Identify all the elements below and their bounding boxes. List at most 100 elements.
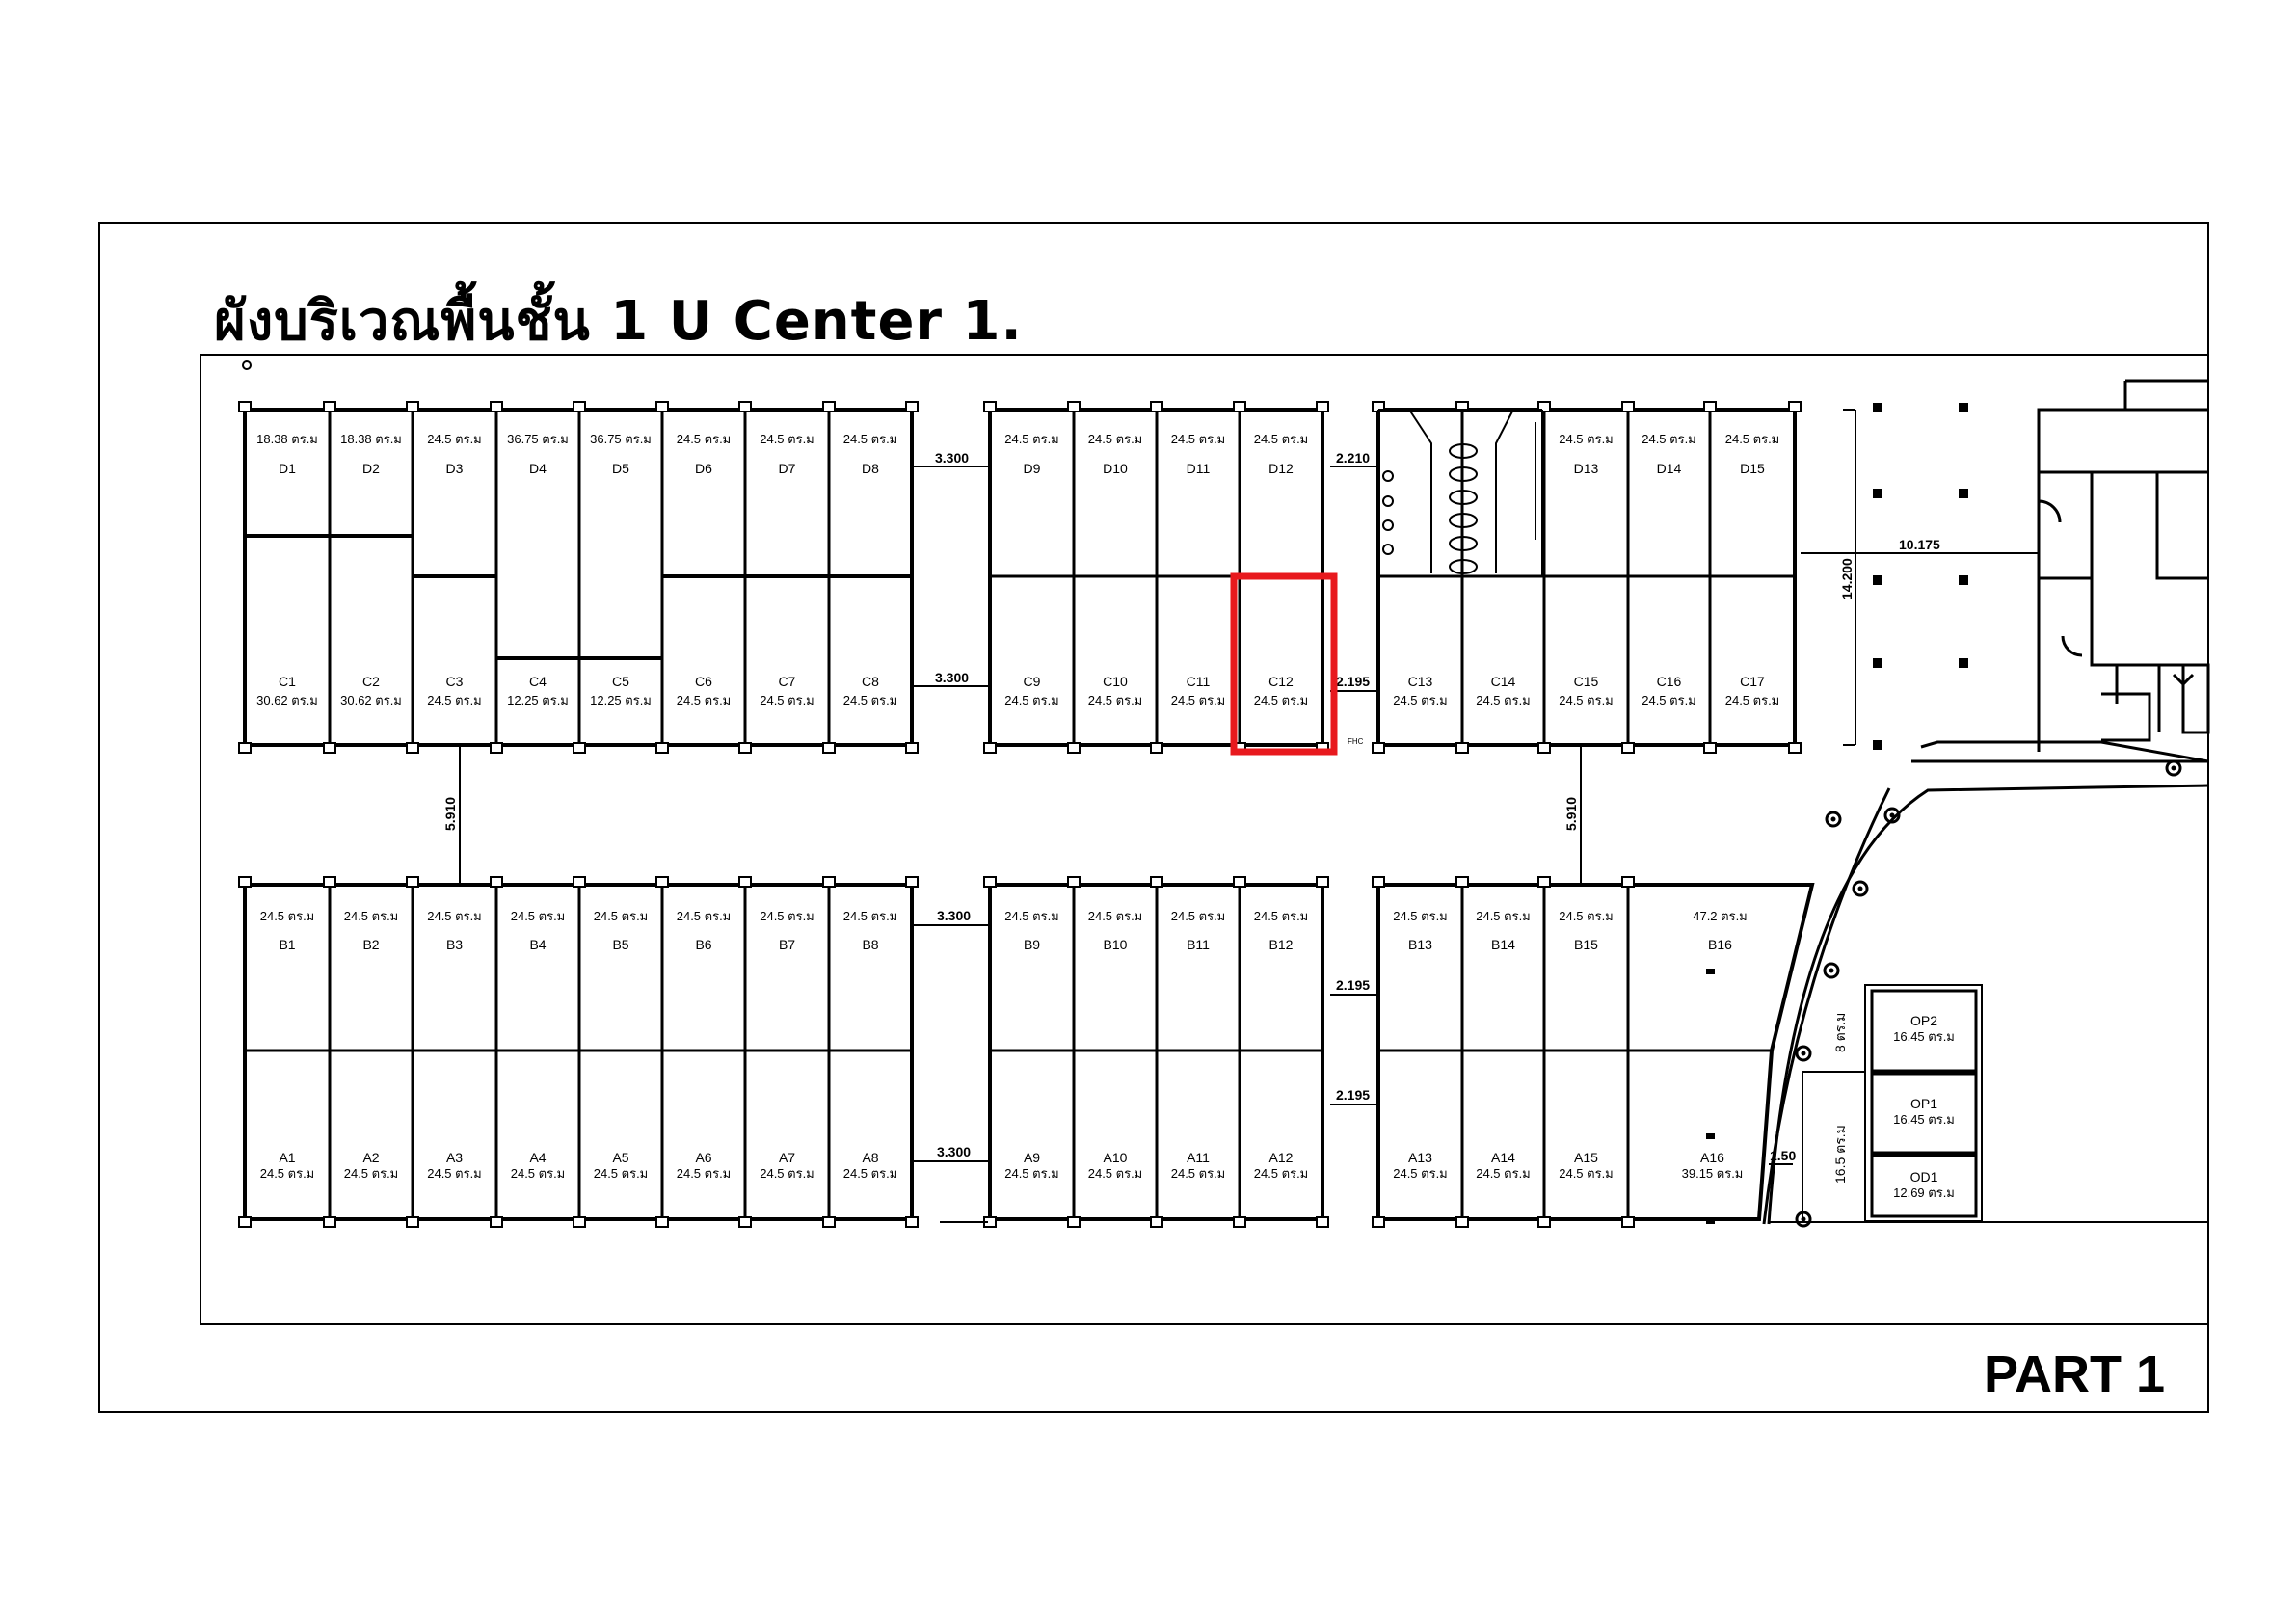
pillar <box>1067 742 1081 754</box>
pillar <box>1455 876 1469 888</box>
unit-area-C12: 24.5 ตร.ม <box>1254 693 1309 707</box>
unit-area-D11: 24.5 ตร.ม <box>1171 432 1226 446</box>
unit-id-A7: A7 <box>779 1150 795 1165</box>
unit-area-B15: 24.5 ตร.ม <box>1559 909 1614 923</box>
pillar <box>1621 876 1635 888</box>
unit-area-C6: 24.5 ตร.ม <box>677 693 732 707</box>
unit-id-A4: A4 <box>529 1150 546 1165</box>
pillar <box>1703 742 1717 754</box>
unit-area-B2: 24.5 ตร.ม <box>344 909 399 923</box>
unit-area-B16: 47.2 ตร.ม <box>1693 909 1748 923</box>
unit-area-C11: 24.5 ตร.ม <box>1171 693 1226 707</box>
unit-area-A5: 24.5 ตร.ม <box>594 1166 649 1181</box>
unit-area-OD1: 12.69 ตร.ม <box>1893 1185 1955 1200</box>
unit-id-B7: B7 <box>779 937 795 952</box>
dim-op-depth: 8 ตร.ม <box>1832 1013 1848 1052</box>
unit-id-D1: D1 <box>279 461 296 476</box>
pillar <box>238 1216 252 1228</box>
pillar <box>1703 401 1717 412</box>
top-left-partitions <box>245 534 912 660</box>
pillar <box>738 1216 752 1228</box>
dimension-lines <box>459 409 2039 1223</box>
unit-id-D7: D7 <box>779 461 796 476</box>
open-area-columns <box>1873 403 1968 750</box>
unit-id-B15: B15 <box>1574 937 1598 952</box>
unit-id-A11: A11 <box>1187 1150 1210 1165</box>
unit-area-D6: 24.5 ตร.ม <box>677 432 732 446</box>
unit-id-D11: D11 <box>1187 461 1211 476</box>
pillar <box>1788 742 1802 754</box>
pillar <box>738 742 752 754</box>
unit-area-D7: 24.5 ตร.ม <box>760 432 814 446</box>
pillar <box>1455 742 1469 754</box>
unit-id-D9: D9 <box>1024 461 1041 476</box>
unit-area-D5: 36.75 ตร.ม <box>590 432 652 446</box>
dim-height-14200: 14.200 <box>1839 558 1855 599</box>
unit-id-A5: A5 <box>612 1150 628 1165</box>
pillar <box>738 876 752 888</box>
unit-area-C1: 30.62 ตร.ม <box>256 693 318 707</box>
pillar <box>323 742 336 754</box>
dim-op-gap: 1.50 <box>1770 1148 1796 1163</box>
pillar <box>238 876 252 888</box>
unit-id-B2: B2 <box>362 937 379 952</box>
pillar <box>655 1216 669 1228</box>
highlight-c12[interactable] <box>1230 572 1338 756</box>
pillar <box>323 876 336 888</box>
unit-id-D3: D3 <box>446 461 464 476</box>
pillar <box>406 1216 419 1228</box>
unit-area-B8: 24.5 ตร.ม <box>843 909 898 923</box>
unit-area-B6: 24.5 ตร.ม <box>677 909 732 923</box>
pillar <box>490 876 503 888</box>
unit-id-A1: A1 <box>279 1150 295 1165</box>
unit-id-D14: D14 <box>1657 461 1682 476</box>
dim-aisle-right: 5.910 <box>1563 797 1579 831</box>
pillar <box>1537 742 1551 754</box>
unit-area-C10: 24.5 ตร.ม <box>1088 693 1143 707</box>
pillar <box>983 742 997 754</box>
unit-id-D2: D2 <box>362 461 380 476</box>
ramp-dots <box>1795 759 2182 1228</box>
unit-id-B3: B3 <box>446 937 463 952</box>
unit-area-C16: 24.5 ตร.ม <box>1642 693 1696 707</box>
unit-area-C7: 24.5 ตร.ม <box>760 693 814 707</box>
pillar <box>655 742 669 754</box>
unit-id-D12: D12 <box>1268 461 1294 476</box>
pillar <box>1150 1216 1163 1228</box>
unit-area-B10: 24.5 ตร.ม <box>1088 909 1143 923</box>
page-title: ผังบริเวณพื้นชั้น 1 U Center 1. <box>214 290 1023 353</box>
pillar <box>983 401 997 412</box>
unit-id-A6: A6 <box>695 1150 711 1165</box>
pillar <box>238 742 252 754</box>
pillar <box>573 401 586 412</box>
unit-area-D14: 24.5 ตร.ม <box>1642 432 1696 446</box>
pillar <box>1537 876 1551 888</box>
unit-area-A8: 24.5 ตร.ม <box>843 1166 898 1181</box>
pillar <box>238 401 252 412</box>
pillar <box>655 876 669 888</box>
pillar <box>1788 401 1802 412</box>
unit-id-A9: A9 <box>1024 1150 1040 1165</box>
dim-gap-a: 3.300 <box>937 1144 971 1159</box>
unit-id-C17: C17 <box>1740 674 1765 689</box>
pillar <box>490 401 503 412</box>
plan-frame <box>200 354 2208 1325</box>
unit-area-A3: 24.5 ตร.ม <box>427 1166 482 1181</box>
unit-area-A12: 24.5 ตร.ม <box>1254 1166 1309 1181</box>
pillar <box>573 1216 586 1228</box>
unit-area-B5: 24.5 ตร.ม <box>594 909 649 923</box>
unit-area-A16: 39.15 ตร.ม <box>1682 1166 1744 1181</box>
unit-id-C3: C3 <box>446 674 464 689</box>
unit-id-B9: B9 <box>1024 937 1040 952</box>
pillars <box>238 401 1802 1228</box>
dim-gap-b: 3.300 <box>937 908 971 923</box>
unit-id-A10: A10 <box>1104 1150 1128 1165</box>
north-mark <box>242 360 252 370</box>
service-building <box>2037 379 2210 752</box>
pillar <box>1067 876 1081 888</box>
dim-op-depth2: 16.5 ตร.ม <box>1832 1125 1848 1184</box>
pillar <box>1150 876 1163 888</box>
unit-id-B10: B10 <box>1104 937 1128 952</box>
pillar <box>1621 1216 1635 1228</box>
